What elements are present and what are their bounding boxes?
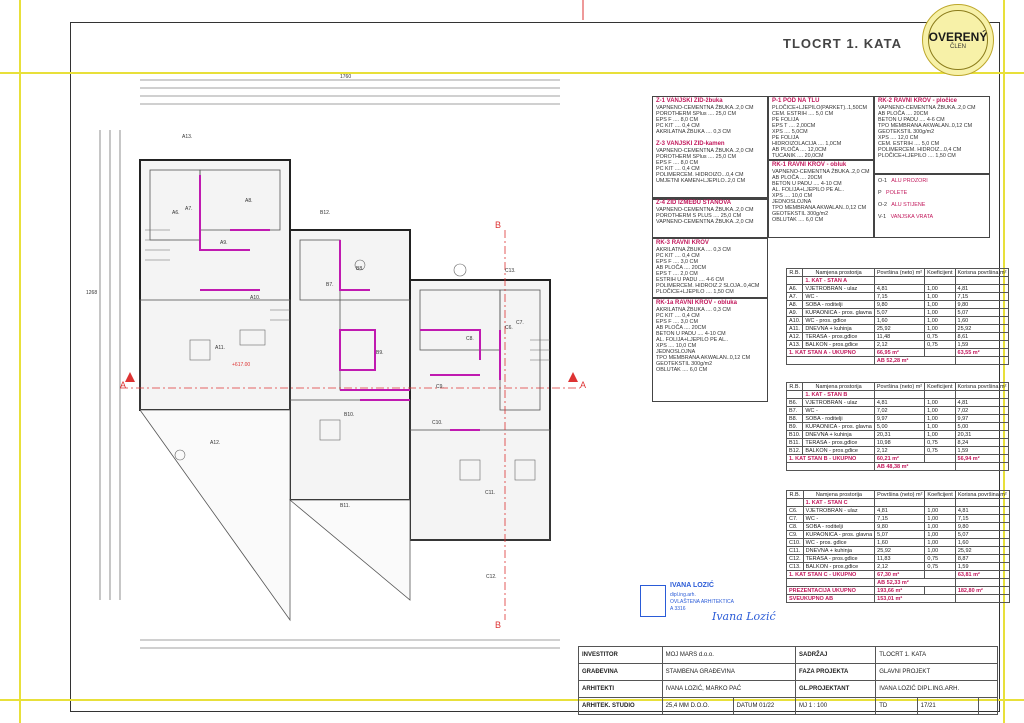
dim-total: 1760: [340, 74, 352, 80]
seal-main: OVERENÝ: [928, 30, 988, 44]
sheet-frame: [70, 22, 1000, 712]
room-label: C6.: [505, 325, 513, 331]
room-label: B11.: [340, 503, 350, 509]
room-label: A12.: [210, 440, 221, 446]
section-b-bottom: B: [495, 620, 502, 630]
sheet-title: TLOCRT 1. KATA: [783, 36, 902, 51]
room-label: C12.: [486, 574, 497, 580]
legend-p1: P-1 POD NA TLU PLOČICE+LJEPILO(PARKET)..…: [768, 96, 874, 160]
room-label: B8.: [356, 266, 364, 272]
seal-sub: ČLEN: [949, 44, 966, 50]
room-label: A6.: [172, 210, 180, 216]
room-label: A11.: [215, 345, 225, 351]
section-a-left: A: [120, 380, 127, 390]
room-label: B10.: [344, 412, 355, 418]
room-label: C9.: [436, 384, 444, 390]
stamp-logo-icon: [640, 585, 666, 617]
section-a-right: A: [580, 380, 587, 390]
signature: Ivana Lozić: [712, 610, 776, 623]
room-label: B12.: [320, 210, 331, 216]
room-label: B9.: [376, 350, 384, 356]
legend-rk3: RK-3 RAVNI KROV AKRILATNA ŽBUKA .... 0,3…: [652, 238, 768, 298]
room-label: C7.: [516, 320, 524, 326]
legend-z4: Z-4 ZID IZMEĐU STANOVA VAPNENO-CEMENTNA …: [652, 198, 768, 238]
room-label: C13.: [505, 268, 516, 274]
legend-rk1: RK-1 RAVNI KROV - obluk VAPNENO-CEMENTNA…: [768, 160, 874, 238]
legend-rk2: RK-2 RAVNI KROV - pločice VAPNENO-CEMENT…: [874, 96, 990, 174]
room-label: A9.: [220, 240, 228, 246]
room-label: A10.: [250, 295, 261, 301]
room-label: C11.: [485, 490, 496, 496]
room-label: A13.: [182, 134, 193, 140]
room-label: A8.: [245, 198, 253, 204]
legend-rk1a: RK-1a RAVNI KROV - obluka AKRILATNA ŽBUK…: [652, 298, 768, 402]
room-label: A7.: [185, 206, 193, 212]
room-label: C10.: [432, 420, 443, 426]
legend-z3: Z-3 VANJSKI ZID-kamen VAPNENO-CEMENTNA Ž…: [652, 140, 768, 198]
title-block: INVESTITOR MOJ MARS d.o.o. SADRŽAJ TLOCR…: [578, 646, 999, 715]
architect-stamp: IVANA LOZIĆ dipl.ing.arh. OVLAŠTENA ARHI…: [630, 580, 780, 640]
dim-left: 1268: [86, 290, 98, 296]
legend-openings: O-1 ALU PROZORI P POLETE O-2 ALU STIJENE…: [874, 174, 990, 238]
level-mark: +617.00: [232, 362, 251, 368]
verified-seal: OVERENÝ ČLEN: [922, 4, 994, 76]
room-label: C8.: [466, 336, 474, 342]
section-b-top: B: [495, 220, 502, 230]
room-label: B7.: [326, 282, 334, 288]
